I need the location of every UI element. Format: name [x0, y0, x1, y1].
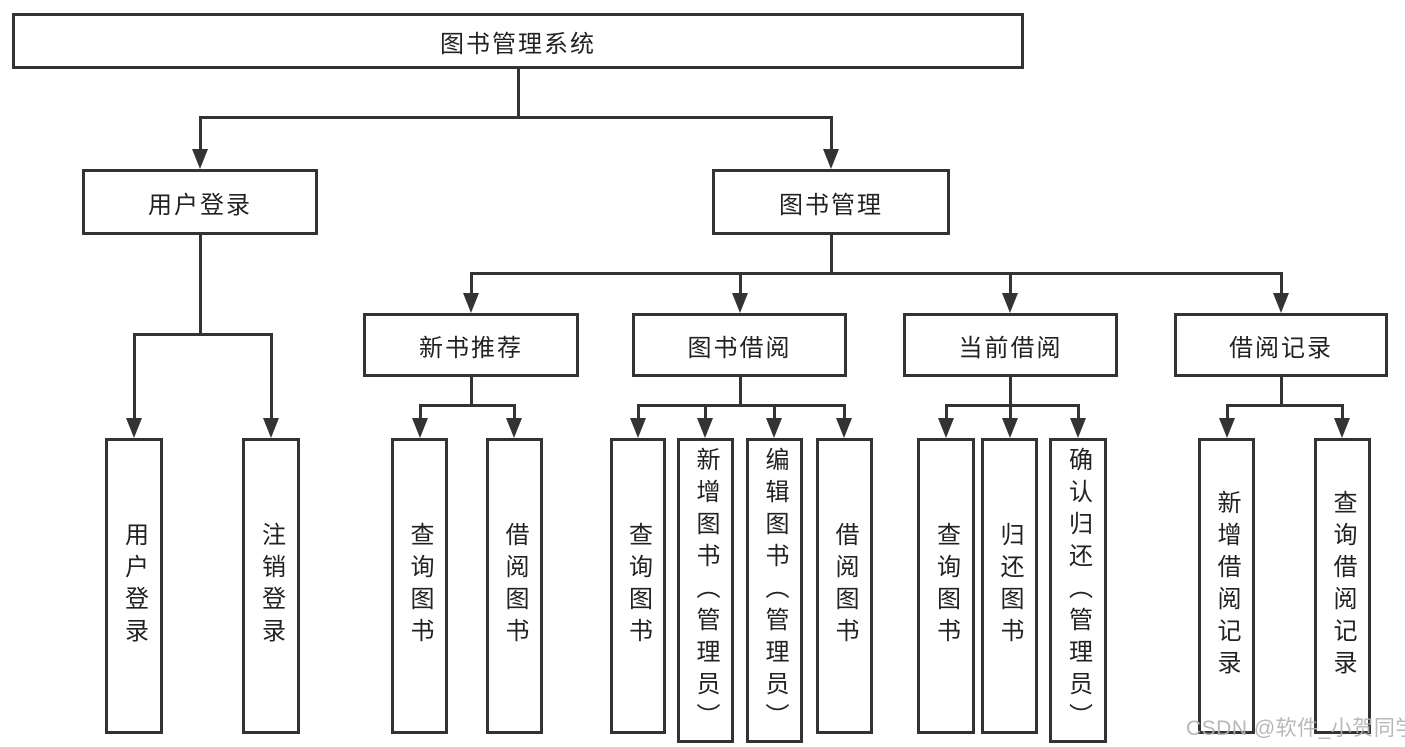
- node-borrowing-records: 借阅记录: [1174, 313, 1388, 377]
- node-book-borrowing: 图书借阅: [632, 313, 847, 377]
- connector-line: [133, 333, 136, 418]
- arrow-down-icon: [836, 418, 852, 438]
- arrow-down-icon: [938, 418, 954, 438]
- arrow-down-icon: [263, 418, 279, 438]
- watermark: CSDN @软件_小贺同学: [1186, 717, 1405, 740]
- arrow-down-icon: [463, 293, 479, 313]
- node-current-borrowing: 当前借阅: [903, 313, 1118, 377]
- arrow-down-icon: [506, 418, 522, 438]
- connector-line: [1226, 404, 1343, 407]
- connector-line: [637, 404, 640, 419]
- leaf-logout-login: 注销登录: [242, 438, 300, 734]
- connector-line: [517, 68, 520, 117]
- arrow-down-icon: [1002, 418, 1018, 438]
- connector-line: [470, 376, 473, 407]
- connector-line: [830, 116, 833, 150]
- connector-line: [739, 376, 742, 407]
- connector-line: [1009, 272, 1012, 294]
- arrow-down-icon: [1070, 418, 1086, 438]
- connector-line: [1009, 404, 1012, 419]
- leaf-user-login: 用户登录: [105, 438, 163, 734]
- connector-line: [704, 404, 707, 419]
- leaf-borrow-books-borrowing: 借阅图书: [816, 438, 873, 734]
- leaf-borrow-books-recommend: 借阅图书: [486, 438, 543, 734]
- leaf-query-books-borrowing: 查询图书: [610, 438, 666, 734]
- leaf-add-book-admin: 新增图书（管理员）: [677, 438, 734, 743]
- arrow-down-icon: [1273, 293, 1289, 313]
- node-book-management: 图书管理: [712, 169, 950, 235]
- arrow-down-icon: [823, 149, 839, 169]
- connector-line: [945, 404, 948, 419]
- connector-line: [470, 272, 1282, 275]
- connector-line: [843, 404, 846, 419]
- connector-line: [133, 333, 273, 336]
- arrow-down-icon: [126, 418, 142, 438]
- connector-line: [830, 234, 833, 275]
- connector-line: [513, 404, 516, 419]
- arrow-down-icon: [412, 418, 428, 438]
- connector-line: [199, 116, 202, 150]
- connector-line: [199, 116, 833, 119]
- connector-line: [773, 404, 776, 419]
- connector-line: [1009, 376, 1012, 407]
- connector-line: [419, 404, 516, 407]
- connector-line: [1341, 404, 1344, 419]
- connector-line: [1077, 404, 1080, 419]
- leaf-add-borrow-record: 新增借阅记录: [1198, 438, 1255, 734]
- arrow-down-icon: [192, 149, 208, 169]
- connector-line: [1226, 404, 1229, 419]
- connector-line: [1280, 272, 1283, 294]
- node-library-management-system: 图书管理系统: [12, 13, 1024, 69]
- arrow-down-icon: [1219, 418, 1235, 438]
- node-user-login: 用户登录: [82, 169, 318, 235]
- leaf-query-borrow-record: 查询借阅记录: [1314, 438, 1371, 734]
- leaf-query-books-recommend: 查询图书: [391, 438, 448, 734]
- leaf-return-books: 归还图书: [981, 438, 1038, 734]
- arrow-down-icon: [1334, 418, 1350, 438]
- arrow-down-icon: [1002, 293, 1018, 313]
- arrow-down-icon: [732, 293, 748, 313]
- connector-line: [470, 272, 473, 294]
- connector-line: [1280, 376, 1283, 407]
- node-new-book-recommendation: 新书推荐: [363, 313, 579, 377]
- connector-line: [945, 404, 1079, 407]
- arrow-down-icon: [697, 418, 713, 438]
- leaf-edit-book-admin: 编辑图书（管理员）: [746, 438, 803, 743]
- arrow-down-icon: [630, 418, 646, 438]
- connector-line: [270, 333, 273, 418]
- leaf-query-books-current: 查询图书: [917, 438, 975, 734]
- connector-line: [637, 404, 845, 407]
- leaf-confirm-return-admin: 确认归还（管理员）: [1049, 438, 1107, 743]
- connector-line: [419, 404, 422, 419]
- arrow-down-icon: [766, 418, 782, 438]
- connector-line: [199, 234, 202, 336]
- connector-line: [739, 272, 742, 294]
